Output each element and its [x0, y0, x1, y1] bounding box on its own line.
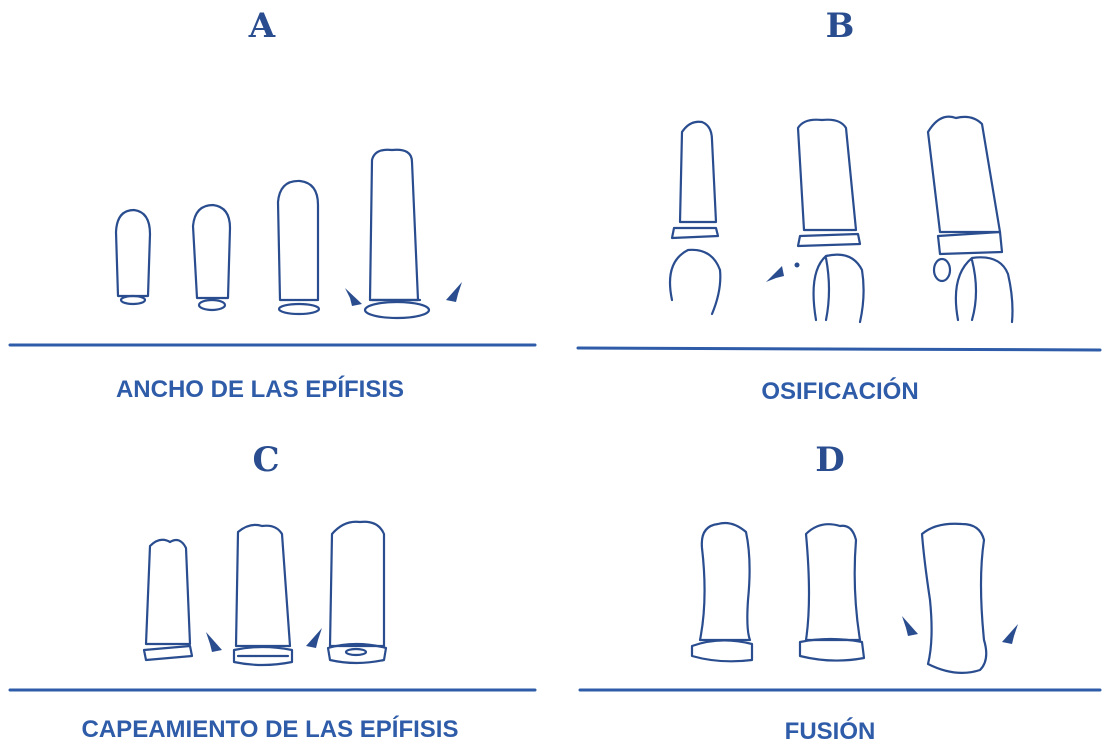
epiphysis-c1 — [144, 646, 192, 660]
epiphysis-a4 — [365, 302, 429, 318]
arrow-c-right — [306, 628, 322, 648]
bone-shaft-d1 — [700, 523, 750, 640]
epiphysis-a3 — [279, 304, 319, 314]
epiphysis-a1 — [121, 296, 145, 304]
baseline-b — [578, 348, 1100, 350]
panel-letter-c: C — [226, 440, 306, 480]
epiphysis-b3 — [938, 232, 1002, 254]
bone-shaft-a2 — [193, 205, 230, 298]
joint-b2 — [814, 255, 864, 322]
sesamoid-b3 — [934, 259, 950, 281]
arrow-c-left — [206, 632, 222, 652]
epiphysis-b2 — [798, 234, 860, 246]
panel-c-drawing — [10, 522, 535, 690]
panel-d-drawing — [580, 523, 1100, 690]
arrow-d-left — [902, 616, 918, 636]
epiphysis-b1 — [672, 228, 718, 238]
panel-caption-b: OSIFICACIÓN — [670, 378, 1010, 406]
bone-shaft-b1 — [680, 122, 716, 222]
bone-shaft-c3 — [330, 522, 384, 646]
panel-caption-c: CAPEAMIENTO DE LAS EPÍFISIS — [0, 716, 540, 744]
arrow-b — [766, 266, 784, 282]
cap-c3 — [346, 649, 366, 655]
bone-shaft-a4 — [370, 150, 418, 300]
epiphysis-a2 — [199, 300, 225, 310]
arrow-a-right — [446, 282, 462, 302]
ossification-dot-b2 — [795, 263, 800, 268]
bone-shaft-a3 — [278, 181, 318, 300]
epiphysis-d2 — [800, 639, 864, 661]
panel-a-drawing — [10, 150, 535, 345]
bone-shaft-c1 — [146, 540, 190, 644]
epiphysis-d1 — [692, 640, 752, 661]
bone-shaft-b3 — [928, 117, 1000, 232]
bone-fused-d3 — [922, 524, 986, 673]
panel-b-drawing — [578, 117, 1100, 350]
joint-b3 — [956, 257, 1013, 322]
bone-shaft-d2 — [806, 524, 860, 640]
joint-b1 — [670, 250, 720, 314]
panel-caption-d: FUSIÓN — [690, 718, 970, 746]
arrow-a-left — [345, 288, 362, 306]
panel-letter-a: A — [222, 6, 302, 46]
bone-shaft-c2 — [236, 525, 290, 646]
joint-b2-inner — [826, 258, 829, 320]
arrow-d-right — [1002, 624, 1018, 644]
joint-b3-inner — [972, 260, 976, 320]
bone-shaft-b2 — [798, 120, 856, 230]
panel-letter-b: B — [800, 6, 880, 46]
bone-shaft-a1 — [116, 210, 150, 296]
panel-letter-d: D — [790, 440, 870, 480]
panel-caption-a: ANCHO DE LAS EPÍFISIS — [60, 376, 460, 404]
